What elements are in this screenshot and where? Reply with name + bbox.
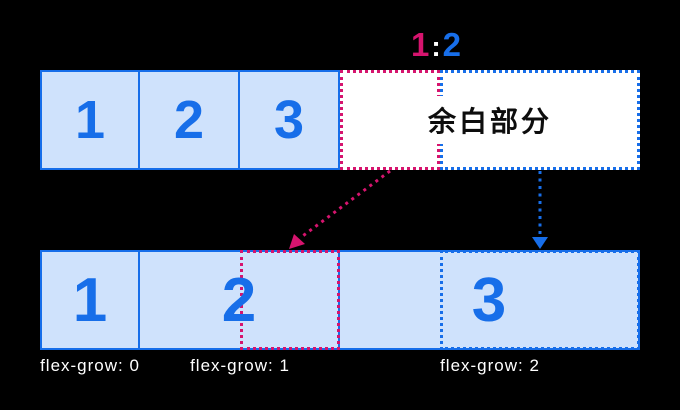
bottom-box-3-label: 3 <box>471 265 507 335</box>
bottom-box-1-label: 1 <box>72 265 108 335</box>
grown-space-blue-overlay <box>440 250 640 350</box>
pink-dotted-arrow <box>289 169 391 249</box>
grown-space-pink-overlay <box>240 250 340 350</box>
blue-dotted-arrow <box>532 171 548 249</box>
ratio-pink-value: 1 <box>410 26 432 63</box>
top-box-2-label: 2 <box>173 90 205 150</box>
top-box-2: 2 <box>138 70 240 170</box>
flex-grow-2-caption: flex-grow: 2 <box>440 356 540 375</box>
bottom-box-3: 3 <box>338 250 640 350</box>
top-box-3: 3 <box>238 70 340 170</box>
free-space-box: 余白部分 <box>340 70 640 170</box>
ratio-label: 1:2 <box>411 28 463 64</box>
ratio-separator: : <box>431 31 443 62</box>
top-box-1: 1 <box>40 70 140 170</box>
flex-grow-0-caption: flex-grow: 0 <box>40 356 140 375</box>
bottom-box-2-label: 2 <box>221 265 257 335</box>
flex-grow-1-caption: flex-grow: 1 <box>190 356 290 375</box>
free-space-label: 余白部分 <box>421 96 559 144</box>
ratio-blue-value: 2 <box>442 26 464 63</box>
top-box-3-label: 3 <box>273 90 305 150</box>
bottom-box-1: 1 <box>40 250 140 350</box>
top-box-1-label: 1 <box>74 90 106 150</box>
